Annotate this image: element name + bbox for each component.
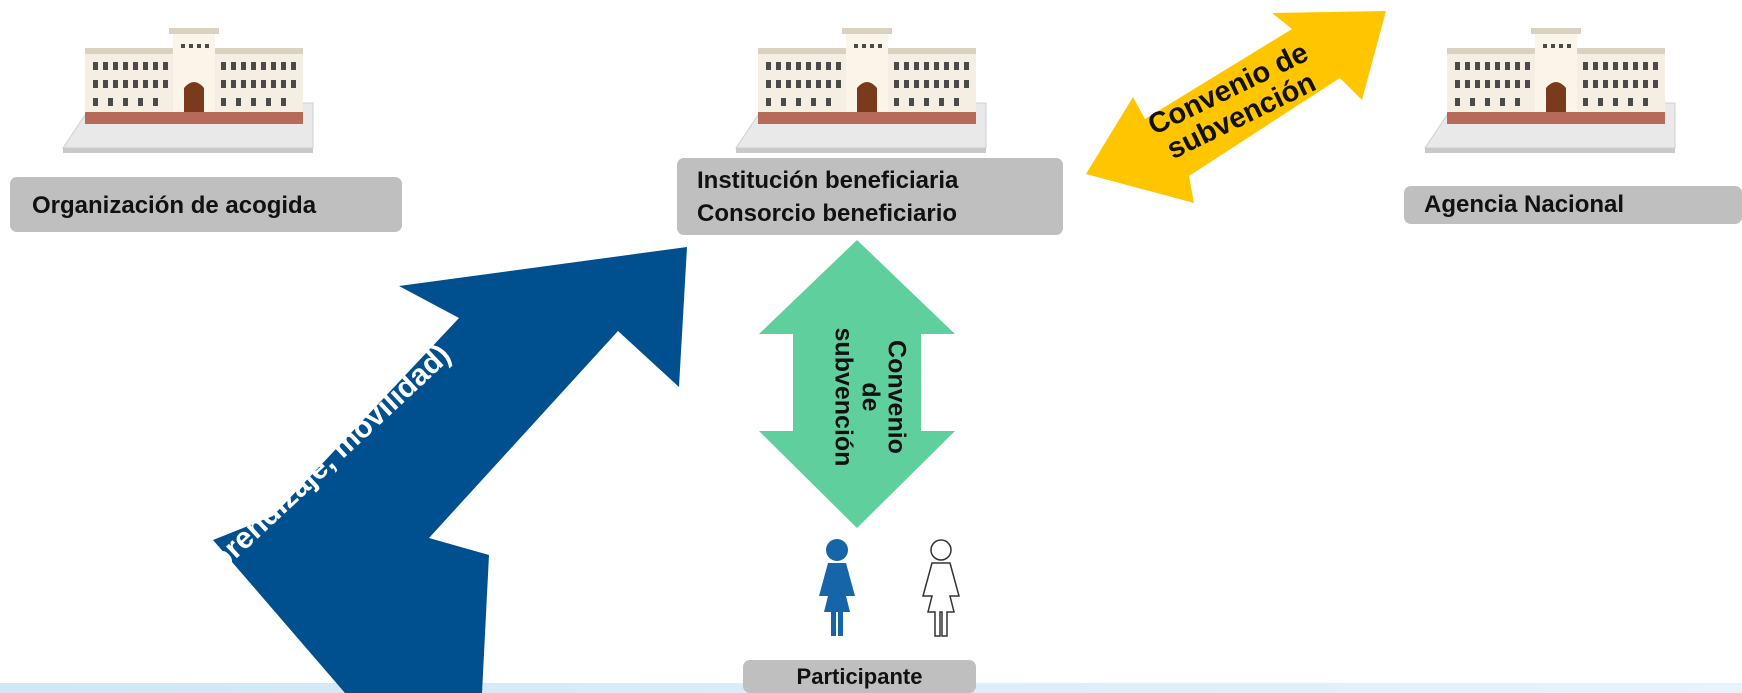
grant-agency-arrow — [1086, 11, 1386, 203]
person-female-icon — [819, 539, 855, 636]
grant-participant-line1: Convenio — [882, 340, 911, 454]
building-icon — [1424, 27, 1676, 154]
beneficiary-institution-text: Institución beneficiaria — [697, 167, 959, 194]
participant-text: Participante — [796, 664, 923, 689]
person-female-outline-icon — [922, 539, 960, 637]
grant-participant-arrow — [759, 240, 955, 528]
grant-participant-line2: de — [856, 382, 885, 412]
national-agency-text: Agencia Nacional — [1424, 191, 1625, 218]
building-icon — [62, 27, 314, 154]
building-icon — [735, 27, 987, 154]
grant-participant-line3: subvención — [829, 327, 858, 467]
host-organization-text: Organización de acogida — [32, 192, 317, 219]
participant-label: Participante — [743, 660, 976, 693]
beneficiary-label: Institución beneficiaria Consorcio benef… — [677, 158, 1063, 235]
beneficiary-consortium-text: Consorcio beneficiario — [697, 200, 958, 227]
national-agency-label: Agencia Nacional — [1404, 186, 1742, 224]
host-organization-label: Organización de acogida — [10, 177, 402, 232]
grant-participant-arrow-label: Convenio de subvención — [829, 317, 911, 477]
agreement-arrow — [213, 247, 687, 693]
